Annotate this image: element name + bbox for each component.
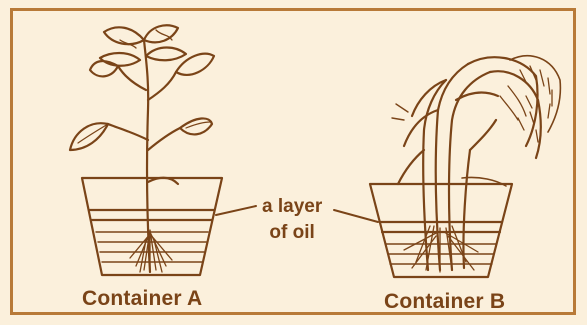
container-a-caption: Container A (82, 287, 202, 311)
oil-label-line-2: of oil (262, 220, 322, 246)
container-a-roots (130, 230, 172, 272)
container-a (82, 178, 222, 275)
container-b (370, 184, 512, 277)
oil-label-line-1: a layer (262, 194, 322, 220)
healthy-plant (70, 25, 214, 272)
container-b-water-lines (386, 244, 496, 264)
oil-layer-label: a layer of oil (262, 194, 322, 246)
container-a-vessel (82, 178, 222, 275)
container-b-vessel (370, 184, 512, 277)
wilted-plant (392, 56, 560, 270)
container-b-caption: Container B (384, 290, 505, 314)
